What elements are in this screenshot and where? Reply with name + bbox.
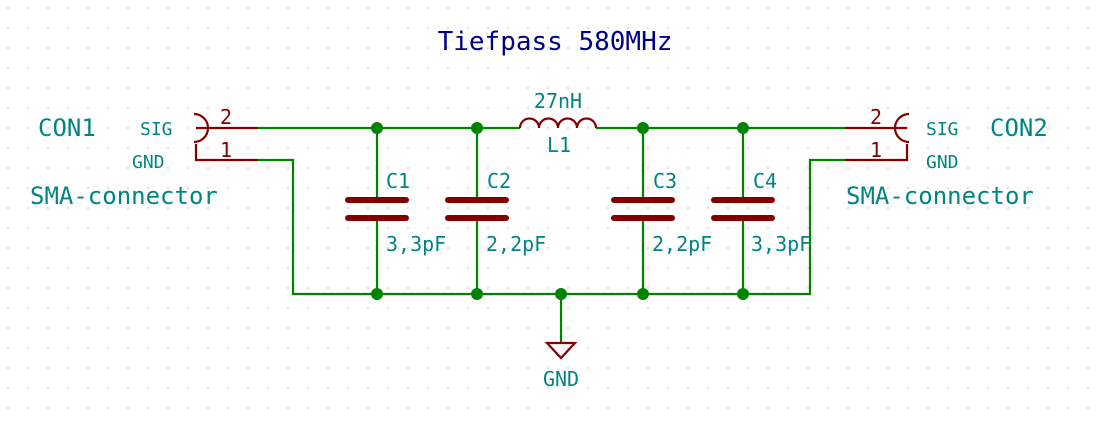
- capacitor-ref: C4: [753, 169, 777, 193]
- pin-label-gnd: GND: [132, 152, 165, 173]
- connector-con2[interactable]: 2 1 SIG GND CON2 SMA-connector: [845, 105, 1048, 210]
- pin-label-gnd: GND: [926, 152, 959, 173]
- junction-dot: [637, 122, 649, 134]
- connector-ref: CON2: [990, 114, 1048, 142]
- capacitor-c4[interactable]: C4 3,3pF: [711, 169, 811, 256]
- inductor-value: 27nH: [534, 89, 582, 113]
- inductor-coil: [518, 117, 598, 129]
- pin-number: 1: [220, 138, 232, 162]
- connector-value: SMA-connector: [846, 182, 1034, 210]
- capacitor-value: 3,3pF: [751, 232, 811, 256]
- capacitor-c2[interactable]: C2 2,2pF: [445, 169, 546, 256]
- ground-label: GND: [543, 367, 579, 391]
- junction-dot: [737, 122, 749, 134]
- ground-wire-con1: [258, 158, 377, 296]
- sma-shield-pin: [845, 144, 909, 162]
- ground-triangle: [544, 341, 578, 360]
- junction-dot: [737, 288, 749, 300]
- junction-dot: [371, 122, 383, 134]
- inductor-ref: L1: [547, 133, 571, 157]
- inductor-l1[interactable]: 27nH L1: [518, 89, 598, 157]
- ground-wire-con2: [743, 158, 845, 296]
- connector-ref: CON1: [38, 114, 96, 142]
- junction-dot: [555, 288, 567, 300]
- pin-number: 2: [220, 105, 232, 129]
- pin-number: 2: [870, 105, 882, 129]
- ground-symbol[interactable]: GND: [543, 341, 579, 391]
- capacitor-ref: C2: [487, 169, 511, 193]
- pin-label-sig: SIG: [140, 119, 173, 140]
- connector-value: SMA-connector: [30, 182, 218, 210]
- connector-con1[interactable]: 2 1 SIG GND CON1 SMA-connector: [30, 105, 258, 210]
- junction-dot: [637, 288, 649, 300]
- capacitor-c3[interactable]: C3 2,2pF: [611, 169, 712, 256]
- junction-dot: [371, 288, 383, 300]
- wires: [258, 126, 845, 343]
- capacitor-value: 2,2pF: [486, 232, 546, 256]
- schematic-title: Tiefpass 580MHz: [438, 27, 673, 57]
- junction-dot: [471, 288, 483, 300]
- capacitor-value: 2,2pF: [652, 232, 712, 256]
- capacitor-ref: C1: [386, 169, 410, 193]
- junction-dot: [471, 122, 483, 134]
- capacitor-ref: C3: [653, 169, 677, 193]
- capacitor-value: 3,3pF: [386, 232, 446, 256]
- junctions: [371, 122, 749, 300]
- pin-number: 1: [870, 138, 882, 162]
- pin-label-sig: SIG: [926, 119, 959, 140]
- capacitor-c1[interactable]: C1 3,3pF: [345, 169, 446, 256]
- sma-shield-pin: [194, 144, 258, 162]
